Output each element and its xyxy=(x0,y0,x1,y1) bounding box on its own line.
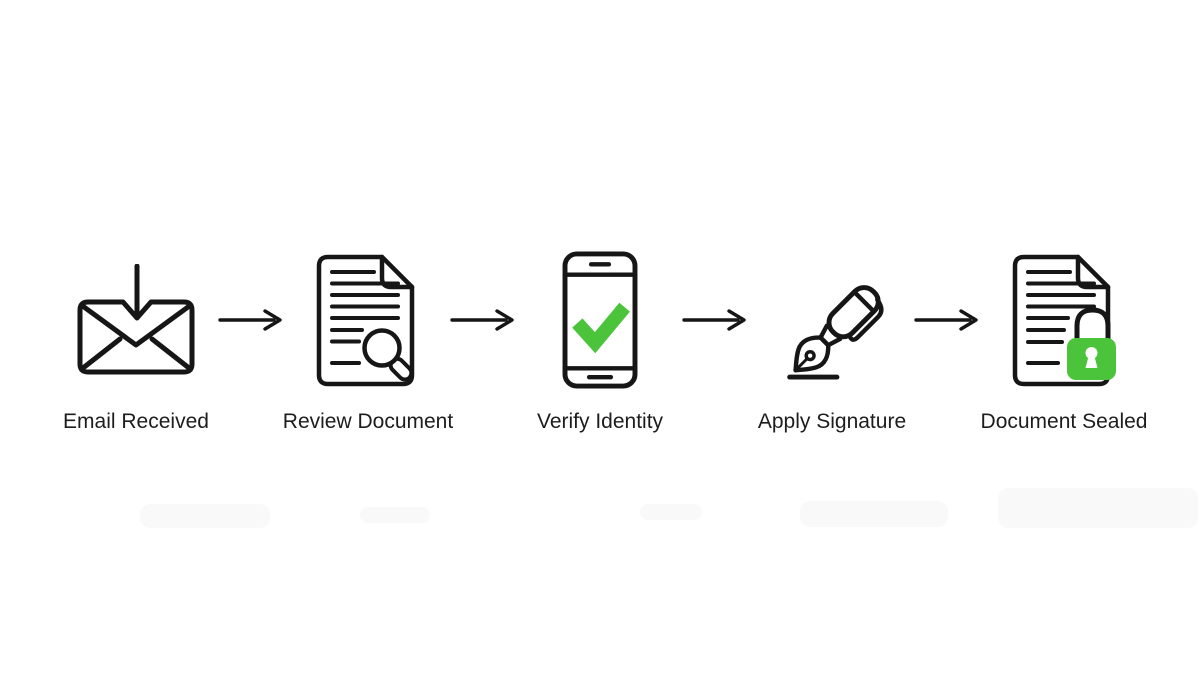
step-apply-signature: Apply Signature xyxy=(757,250,907,434)
step-verify-identity: Verify Identity xyxy=(525,250,675,434)
document-magnifier-icon xyxy=(316,254,415,386)
process-flow-diagram: Email Received Review D xyxy=(0,250,1200,434)
background-artifact xyxy=(140,504,270,528)
step-review-document: Review Document xyxy=(283,250,453,434)
background-artifact xyxy=(800,501,948,527)
step-label: Document Sealed xyxy=(980,410,1148,433)
arrow-right-icon xyxy=(682,309,746,331)
arrow-right-icon xyxy=(914,309,978,331)
step-label: Email Received xyxy=(63,410,209,433)
smartphone-checkmark-icon xyxy=(562,251,638,389)
background-artifact xyxy=(360,507,430,523)
step-label: Verify Identity xyxy=(536,410,664,433)
envelope-download-icon xyxy=(77,264,195,375)
document-lock-icon xyxy=(1012,254,1116,386)
fountain-pen-icon xyxy=(787,285,884,380)
step-email-received: Email Received xyxy=(61,250,211,434)
arrow-right-icon xyxy=(218,309,282,331)
background-artifact xyxy=(640,504,702,520)
arrow-right-icon xyxy=(450,309,514,331)
step-label: Apply Signature xyxy=(757,410,907,433)
step-label: Review Document xyxy=(282,410,454,433)
background-artifact xyxy=(998,488,1198,528)
step-document-sealed: Document Sealed xyxy=(981,250,1147,434)
